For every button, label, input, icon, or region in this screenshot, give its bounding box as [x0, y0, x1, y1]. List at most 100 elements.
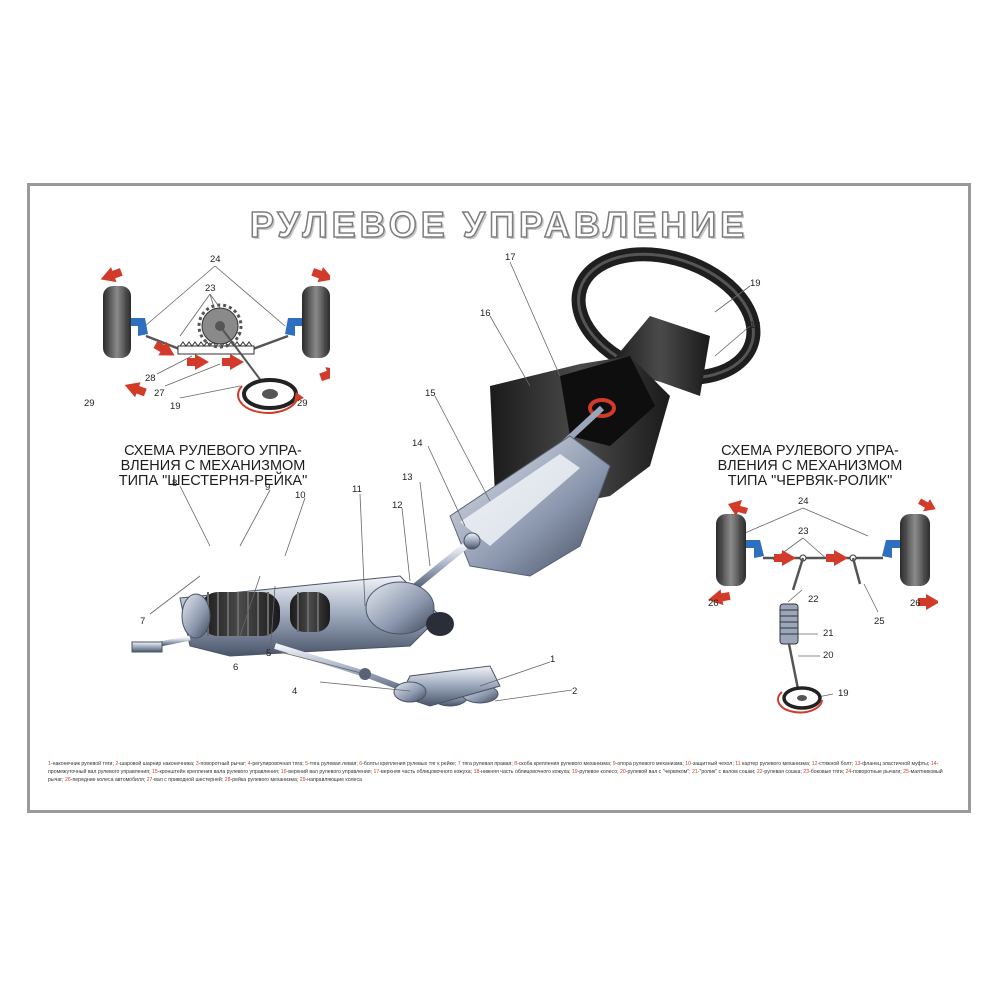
worm-gear-icon — [779, 603, 799, 645]
legend-text: -поворотный рычаг; — [198, 761, 248, 767]
left-caption-line: СХЕМА РУЛЕВОГО УПРА- — [124, 443, 302, 459]
left-wheel-icon — [103, 286, 131, 358]
legend-number: 25 — [903, 769, 909, 775]
legend-text: -маятниковый рычаг; — [48, 769, 943, 783]
legend-number: 18 — [473, 769, 480, 775]
legend-number: 23 — [803, 769, 810, 775]
label-26-right: 26 — [910, 598, 921, 609]
label-23: 23 — [798, 526, 809, 537]
legend-text: тяга рулевая правая; — [460, 761, 515, 767]
legend-text: -верхняя часть облицовочного кожуха; — [379, 769, 474, 775]
label-15: 15 — [425, 388, 436, 399]
label-18: 18 — [750, 320, 761, 331]
right-caption-line: СХЕМА РУЛЕВОГО УПРА- — [721, 443, 899, 459]
legend-text: -болты крепления рулевых тяг к рейке; — [362, 761, 458, 767]
legend-number: 14 — [930, 761, 937, 767]
legend-number: 27 — [146, 777, 153, 783]
legend-text: -скоба крепления рулевого механизма; — [517, 761, 613, 767]
left-caption-line: ТИПА "ШЕСТЕРНЯ-РЕЙКА" — [118, 473, 308, 489]
left-wheel-icon — [716, 514, 746, 586]
label-28: 28 — [145, 373, 156, 384]
legend-number: 6 — [359, 761, 363, 767]
legend-number: 19 — [571, 769, 578, 775]
legend-text: -фланец эластичной муфты; — [860, 761, 931, 767]
legend-text: -тяга рулевая левая; — [307, 761, 360, 767]
legend-number: 26 — [64, 777, 71, 783]
right-caption-line: ТИПА "ЧЕРВЯК-РОЛИК" — [727, 473, 893, 489]
legend-text: -регулировочная тяга; — [250, 761, 306, 767]
label-23: 23 — [205, 283, 216, 294]
label-29-right: 29 — [297, 398, 308, 409]
label-2: 2 — [572, 686, 577, 697]
label-27: 27 — [154, 388, 165, 399]
legend-number: 28 — [224, 777, 231, 783]
label-17: 17 — [505, 252, 516, 263]
legend-number: 22 — [756, 769, 763, 775]
legend-text: -рулевая сошка; — [762, 769, 804, 775]
right-caption-line: ВЛЕНИЯ С МЕХАНИЗМОМ — [717, 458, 903, 474]
legend-number: 15 — [151, 769, 158, 775]
legend-text: -боковые тяги; — [809, 769, 846, 775]
right-wheel-icon — [900, 514, 930, 586]
legend-text: -"ролик" с валом сошки; — [697, 769, 757, 775]
right-wheel-icon — [302, 286, 330, 358]
poster: РУЛЕВОЕ УПРАВЛЕНИЕ СХЕМА РУЛЕВОГО УПРА- … — [27, 183, 971, 813]
label-5: 5 — [266, 648, 271, 659]
label-29-left: 29 — [84, 398, 95, 409]
label-24: 24 — [210, 254, 221, 265]
legend-number: 7 — [457, 761, 461, 767]
label-16: 16 — [480, 308, 491, 319]
label-21: 21 — [823, 628, 834, 639]
right-knuckle-icon — [285, 318, 302, 336]
legend-text: -верхний вал рулевого управления; — [286, 769, 374, 775]
legend-number: 12 — [811, 761, 818, 767]
label-9: 9 — [265, 482, 270, 493]
label-25: 25 — [874, 616, 885, 627]
label-26-left: 26 — [708, 598, 719, 609]
legend-number: 20 — [619, 769, 626, 775]
steering-wheel-icon — [237, 378, 304, 414]
column-housing-icon — [449, 435, 611, 577]
legend-text: -наконечник рулевой тяги; — [50, 761, 116, 767]
label-12: 12 — [392, 500, 403, 511]
legend-text: -рулевое колесо; — [577, 769, 620, 775]
motion-arrows-icon — [100, 267, 330, 398]
protective-boot-icon — [200, 592, 330, 636]
label-22: 22 — [808, 594, 819, 605]
label-8: 8 — [172, 478, 177, 489]
legend-text: -защитный чехол; — [691, 761, 736, 767]
legend-text: -вал с приводной шестерней; — [152, 777, 225, 783]
label-10: 10 — [295, 490, 306, 501]
legend-text: -кронштейн крепления вала рулевого управ… — [157, 769, 281, 775]
legend-number: 29 — [299, 777, 306, 783]
legend-number: 16 — [280, 769, 287, 775]
legend-number: 8 — [514, 761, 518, 767]
label-7: 7 — [140, 616, 145, 627]
label-20: 20 — [823, 650, 834, 661]
steering-arm-icon — [393, 665, 501, 707]
legend-text: -рулевой вал с "червяком"; — [625, 769, 693, 775]
left-knuckle-icon — [131, 318, 148, 336]
label-11: 11 — [352, 484, 362, 495]
legend-text: -стяжной болт; — [817, 761, 855, 767]
legend-number: 2 — [115, 761, 119, 767]
steering-wheel-icon — [777, 686, 823, 714]
right-scheme-caption: СХЕМА РУЛЕВОГО УПРА- ВЛЕНИЯ С МЕХАНИЗМОМ… — [675, 444, 945, 489]
label-4: 4 — [292, 686, 297, 697]
legend-text: -опора рулевого механизма; — [615, 761, 686, 767]
legend-text: -поворотные рычаги; — [851, 769, 904, 775]
legend-number: 10 — [685, 761, 692, 767]
legend-text: -промежуточный вал рулевого управления; — [48, 761, 939, 775]
legend-text: -передние колеса автомобиля; — [70, 777, 147, 783]
left-caption-line: ВЛЕНИЯ С МЕХАНИЗМОМ — [120, 458, 306, 474]
label-24: 24 — [798, 496, 809, 507]
legend-number: 17 — [373, 769, 380, 775]
label-19: 19 — [838, 688, 849, 699]
legend-number: 5 — [305, 761, 308, 767]
legend-number: 13 — [854, 761, 861, 767]
legend-text: -рейка рулевого механизма; — [230, 777, 300, 783]
legend-text: -нижняя часть облицовочного кожуха; — [479, 769, 572, 775]
legend-number: 4 — [247, 761, 251, 767]
legend-number: 21 — [692, 769, 698, 775]
parts-legend: 1-наконечник рулевой тяги; 2-шаровой шар… — [48, 760, 956, 784]
